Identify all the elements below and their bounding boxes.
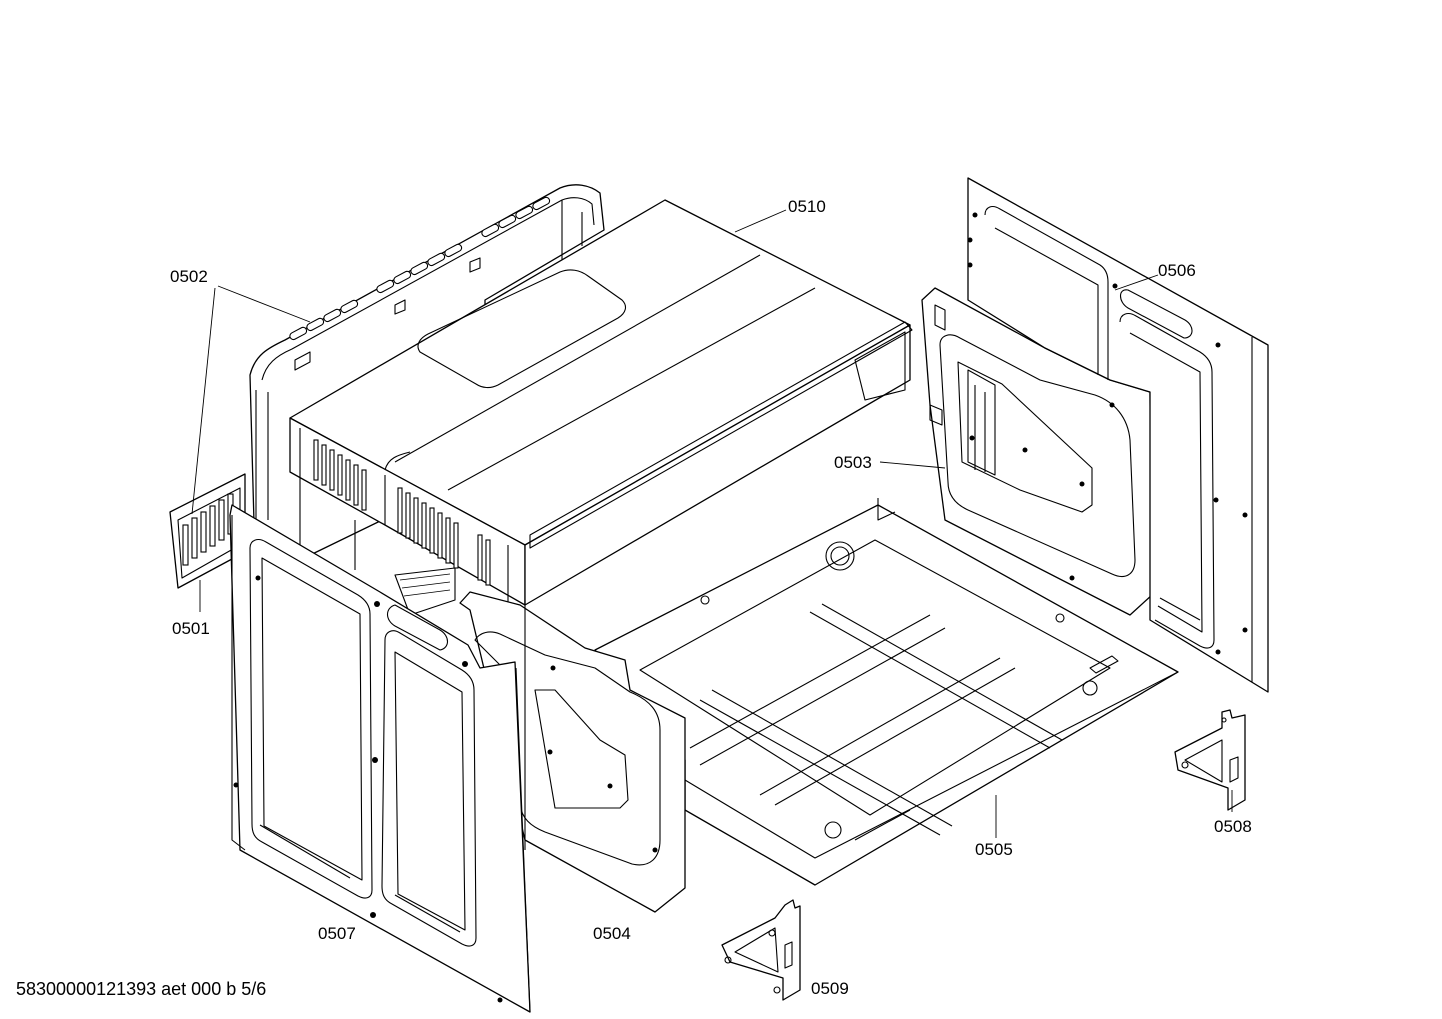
leader-lines xyxy=(191,209,1233,838)
label-0509: 0509 xyxy=(811,979,849,998)
label-0510: 0510 xyxy=(788,197,826,216)
part-labels: 0510 0502 0506 0503 0501 0508 0505 0507 … xyxy=(170,197,1252,998)
drawing-id-footer: 58300000121393 aet 000 b 5/6 xyxy=(16,979,267,999)
part-0506-outer-side-panel xyxy=(967,177,1269,693)
vent-grille-left xyxy=(313,439,367,511)
vent-slots-rear xyxy=(289,196,551,341)
label-0503: 0503 xyxy=(834,453,872,472)
label-0506: 0506 xyxy=(1158,261,1196,280)
part-0507-side-panel xyxy=(229,504,531,1013)
label-0502: 0502 xyxy=(170,267,208,286)
vent-grille-right xyxy=(477,534,491,586)
part-0509-bracket xyxy=(721,899,801,1001)
part-0508-bracket xyxy=(1174,709,1246,811)
part-0505-floor-panel xyxy=(594,498,1179,886)
label-0504: 0504 xyxy=(593,924,631,943)
label-0507: 0507 xyxy=(318,924,356,943)
label-0501: 0501 xyxy=(172,619,210,638)
label-0505: 0505 xyxy=(975,840,1013,859)
vent-grille-middle xyxy=(397,487,459,569)
part-0510-top-cover xyxy=(289,199,913,606)
label-0508: 0508 xyxy=(1214,817,1252,836)
